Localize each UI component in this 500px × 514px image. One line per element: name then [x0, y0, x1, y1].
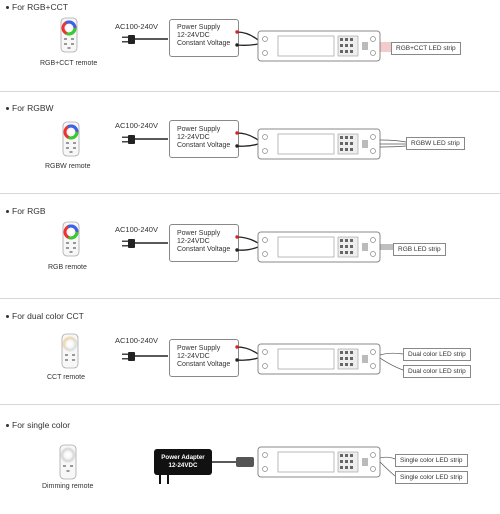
input-voltage-label: AC100-240V — [115, 225, 158, 234]
section-title: For RGB — [6, 206, 46, 216]
led-strip: RGB LED strip — [393, 243, 446, 256]
section-title: For RGB+CCT — [6, 2, 68, 12]
adapter-prongs — [159, 475, 169, 484]
remote-label: RGBW remote — [45, 163, 91, 170]
white-remote-icon — [58, 443, 78, 481]
dc-wire — [236, 31, 259, 46]
section-title: For dual color CCT — [6, 311, 84, 321]
power-plug-icon — [122, 35, 135, 44]
power-supply: Power Supply 12-24VDC Constant Voltage — [169, 224, 239, 262]
led-strip: Dual color LED strip — [403, 365, 471, 378]
power-adapter: Power Adapter 12-24VDC — [154, 449, 212, 475]
section-title: For single color — [6, 420, 70, 430]
section-rgb: For RGB RGB remote AC100-240V Power Supp… — [0, 200, 500, 302]
power-plug-icon — [122, 239, 135, 248]
output-wires — [380, 42, 391, 52]
controller-icon — [257, 231, 381, 263]
output-wires — [379, 352, 404, 371]
led-strip: RGB+CCT LED strip — [391, 42, 461, 55]
dc-jack — [236, 457, 254, 467]
positive-terminal — [235, 131, 239, 135]
adapter-line: Power Adapter — [161, 454, 205, 461]
dc-wire — [236, 132, 259, 147]
input-voltage-label: AC100-240V — [115, 336, 158, 345]
positive-terminal — [235, 345, 239, 349]
psu-line: Constant Voltage — [177, 246, 231, 253]
separator — [0, 193, 500, 194]
psu-line: Power Supply — [177, 24, 221, 31]
psu-line: 12-24VDC — [177, 134, 210, 141]
output-wires — [379, 456, 396, 477]
separator — [0, 298, 500, 299]
power-supply: Power Supply 12-24VDC Constant Voltage — [169, 19, 239, 57]
controller-icon — [257, 446, 381, 478]
separator — [0, 404, 500, 405]
remote-label: RGB+CCT remote — [40, 60, 98, 67]
led-strip: Dual color LED strip — [403, 348, 471, 361]
section-rgbw: For RGBW RGBW remote AC100-240V Power Su… — [0, 100, 500, 202]
output-wires — [380, 244, 393, 250]
negative-terminal — [235, 144, 239, 148]
section-single-color: For single color Dimming remote Single c… — [0, 412, 500, 514]
adapter-line: 12-24VDC — [168, 461, 198, 469]
wiring-graphics — [58, 16, 407, 484]
input-voltage-label: AC100-240V — [115, 121, 158, 130]
rgb-remote-icon — [61, 120, 81, 158]
power-supply: Power Supply 12-24VDC Constant Voltage — [169, 339, 239, 377]
dc-wire — [236, 346, 259, 361]
separator — [0, 91, 500, 92]
negative-terminal — [235, 248, 239, 252]
section-rgb-cct: For RGB+CCT RGB+CCT remote AC100-240V Po… — [0, 0, 500, 102]
power-supply: Power Supply 12-24VDC Constant Voltage — [169, 120, 239, 158]
led-strip: Single color LED strip — [395, 471, 468, 484]
input-voltage-label: AC100-240V — [115, 22, 158, 31]
positive-terminal — [235, 235, 239, 239]
led-strip: RGBW LED strip — [406, 137, 465, 150]
negative-terminal — [235, 358, 239, 362]
rgb-remote-icon — [61, 220, 81, 258]
positive-terminal — [235, 30, 239, 34]
psu-line: Constant Voltage — [177, 142, 231, 149]
psu-line: 12-24VDC — [177, 353, 210, 360]
remote-label: CCT remote — [47, 374, 85, 381]
psu-line: 12-24VDC — [177, 32, 210, 39]
dc-wire — [236, 236, 259, 251]
white-remote-icon — [60, 332, 80, 370]
rgb-remote-icon — [59, 16, 79, 54]
section-dual-color-cct: For dual color CCT CCT remote AC100-240V… — [0, 305, 500, 407]
power-plug-icon — [122, 135, 135, 144]
controller-icon — [257, 343, 381, 375]
output-wires — [379, 139, 407, 148]
remote-label: Dimming remote — [42, 483, 94, 490]
psu-line: Power Supply — [177, 230, 221, 237]
psu-line: Power Supply — [177, 345, 221, 352]
power-plug-icon — [122, 352, 135, 361]
led-strip: Single color LED strip — [395, 454, 468, 467]
psu-line: 12-24VDC — [177, 238, 210, 245]
remote-label: RGB remote — [48, 264, 87, 271]
controller-icon — [257, 128, 381, 160]
psu-line: Power Supply — [177, 126, 221, 133]
section-title: For RGBW — [6, 103, 54, 113]
psu-line: Constant Voltage — [177, 361, 231, 368]
negative-terminal — [235, 43, 239, 47]
controller-icon — [257, 30, 381, 62]
psu-line: Constant Voltage — [177, 40, 231, 47]
